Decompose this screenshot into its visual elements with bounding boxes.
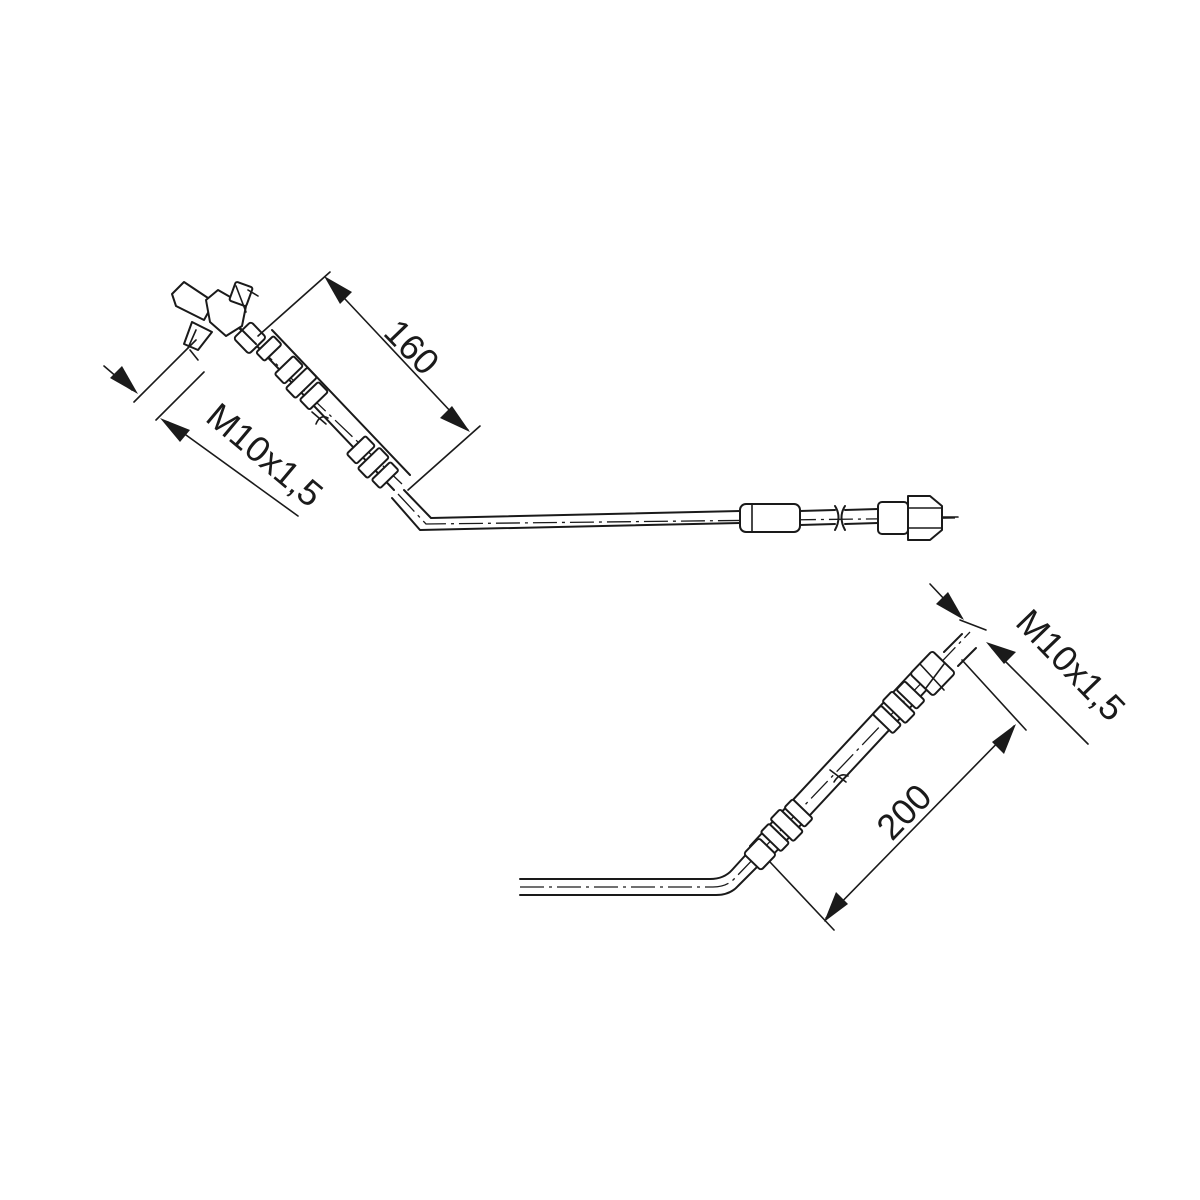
upper-hose-assembly: 160 M10x1,5 [103, 271, 959, 541]
upper-banjo-bracket [171, 281, 259, 361]
lower-length-label: 200 [868, 776, 939, 848]
upper-length-label: 160 [376, 311, 447, 383]
upper-rubber-hose [227, 317, 411, 491]
lower-rubber-hose [743, 631, 977, 871]
lower-hose-assembly: 200 M10x1,5 [519, 583, 1134, 931]
lower-steel-pipe [519, 847, 769, 896]
upper-tube-nut [739, 495, 959, 541]
upper-thread-label: M10x1,5 [199, 395, 331, 515]
lower-thread-label: M10x1,5 [1008, 601, 1133, 729]
